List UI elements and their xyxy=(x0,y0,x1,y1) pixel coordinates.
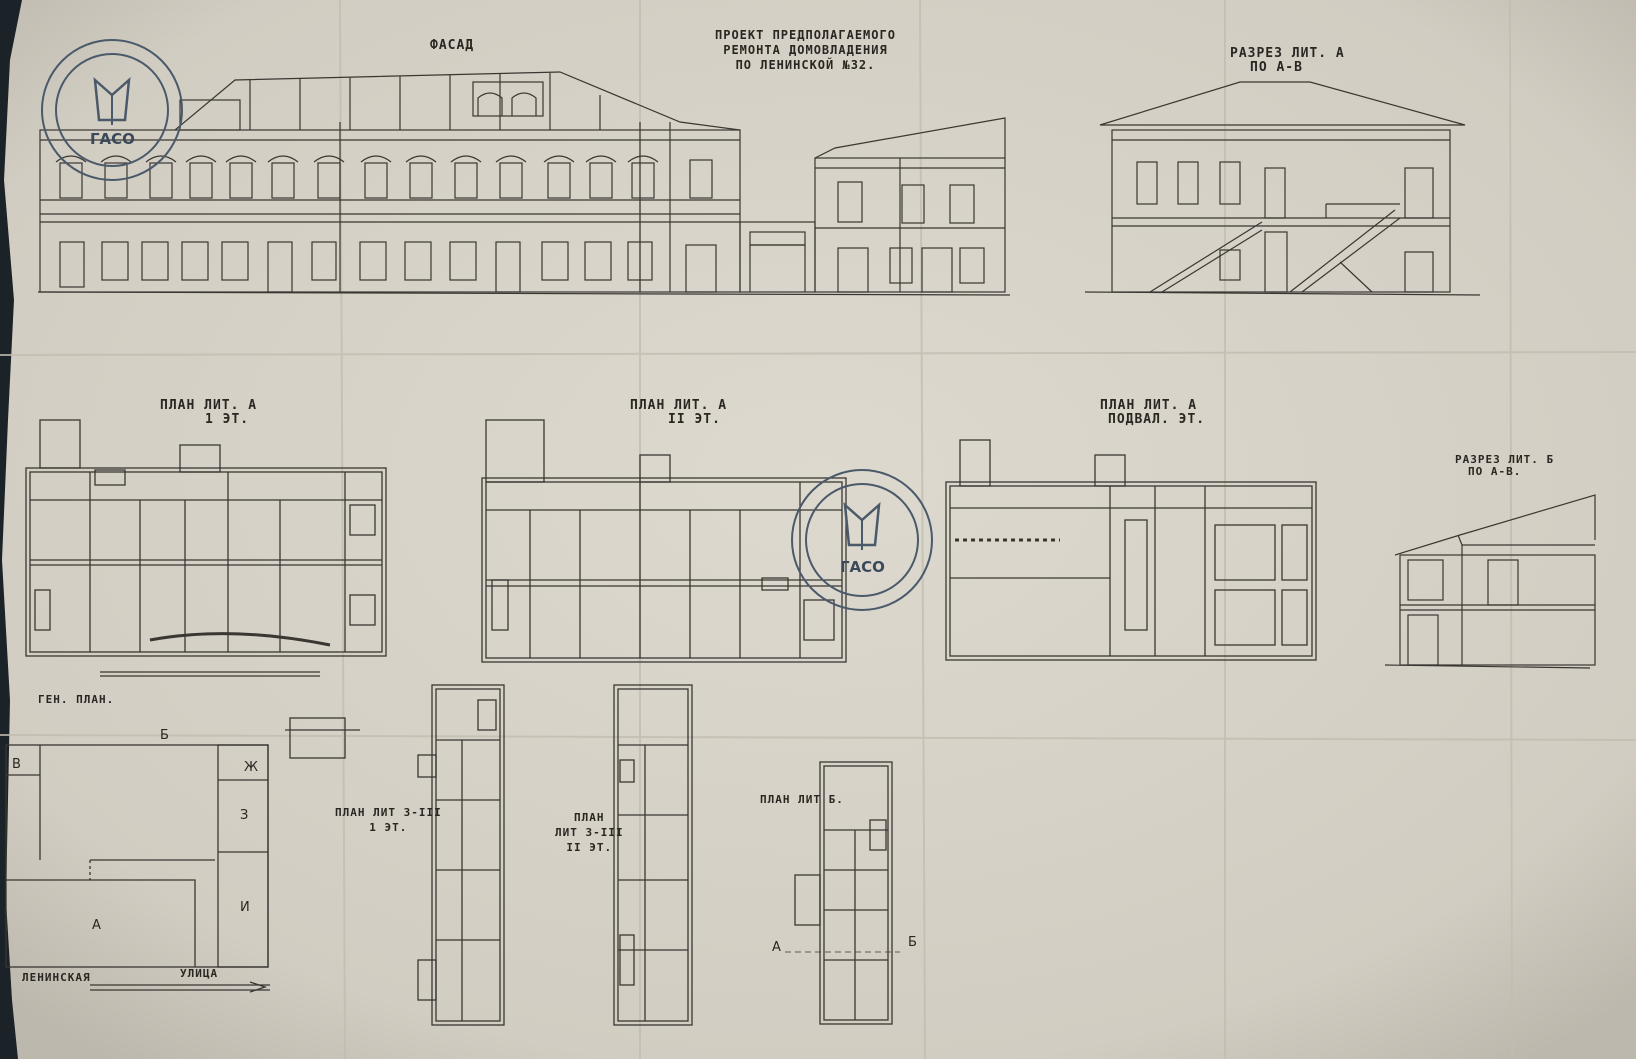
plan-basement-subtitle: ПОДВАЛ. ЭТ. xyxy=(1108,412,1206,427)
plan-a1-subtitle: 1 ЭТ. xyxy=(205,412,250,427)
plan-a1-title: ПЛАН ЛИТ. А xyxy=(160,398,258,413)
plan-basement-title: ПЛАН ЛИТ. А xyxy=(1100,398,1198,413)
gen-plan-label: ГЕН. ПЛАН. xyxy=(38,693,115,706)
archive-seal-top xyxy=(41,39,183,181)
site-letter-a: А xyxy=(92,918,101,933)
section-a-drawing xyxy=(1084,81,1481,296)
section-a-title: РАЗРЕЗ ЛИТ. А xyxy=(1230,46,1345,61)
plan-a-basement xyxy=(945,439,1317,661)
section-b-drawing xyxy=(1384,494,1596,669)
archive-seal-middle xyxy=(791,469,933,611)
plan-a2-subtitle: II ЭТ. xyxy=(668,412,721,427)
site-letter-v: В xyxy=(12,757,21,772)
site-letter-zh: Ж xyxy=(244,760,259,775)
section-a-subtitle: ПО А-В xyxy=(1250,60,1303,75)
plan-b-axis-a: А xyxy=(772,940,781,955)
project-title: ПРОЕКТ ПРЕДПОЛАГАЕМОГО РЕМОНТА ДОМОВЛАДЕ… xyxy=(715,28,896,72)
general-plan xyxy=(5,717,360,993)
site-letter-i: И xyxy=(240,900,250,915)
facade-drawing xyxy=(37,71,1011,296)
plan-a-2nd-floor xyxy=(481,419,847,663)
plan-b-axis-b: Б xyxy=(908,935,917,950)
plan-a-1st-floor xyxy=(25,419,387,677)
street-word: УЛИЦА xyxy=(180,967,219,980)
section-b-subtitle: ПО А-В. xyxy=(1468,465,1522,478)
plan-3-1st-label: ПЛАН ЛИТ 3-III 1 ЭТ. xyxy=(335,806,442,834)
seal-abbr-middle: ГАСО xyxy=(840,558,885,576)
plan-b-drawing xyxy=(785,761,900,1025)
plan-3-2nd-label: ПЛАН ЛИТ 3-III II ЭТ. xyxy=(555,811,624,854)
site-letter-b: Б xyxy=(160,728,169,743)
site-letter-z: З xyxy=(240,808,249,823)
plan-3-1st-floor xyxy=(417,684,505,1026)
plan-3-2nd-floor xyxy=(613,684,693,1026)
section-b-title: РАЗРЕЗ ЛИТ. Б xyxy=(1455,453,1555,466)
seal-abbr-top: ГАСО xyxy=(90,130,135,148)
street-leninskaya: ЛЕНИНСКАЯ xyxy=(22,971,91,984)
facade-label: ФАСАД xyxy=(430,38,475,53)
plan-a2-title: ПЛАН ЛИТ. А xyxy=(630,398,728,413)
plan-b-label: ПЛАН ЛИТ Б. xyxy=(760,793,844,806)
